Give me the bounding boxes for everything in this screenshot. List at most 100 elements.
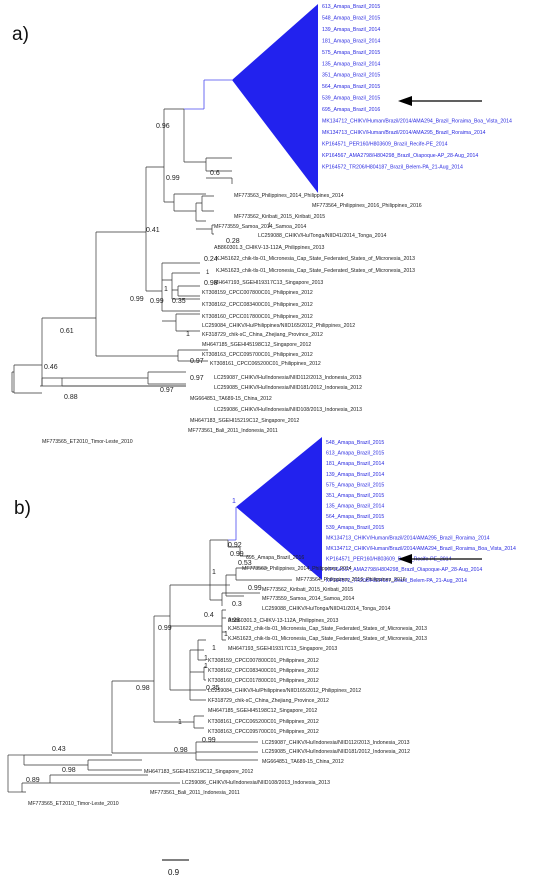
support-value: 0.98 xyxy=(136,685,150,692)
support-value: 0.97 xyxy=(160,387,174,394)
support-value: 0.35 xyxy=(172,298,186,305)
leaf-label: LC259084_CHIKV/Hu/Philippines/NIID165/20… xyxy=(208,688,361,694)
leaf-label: KT308160_CPCC017800C01_Philippines_2012 xyxy=(202,314,313,320)
clade-leaf-label: KP164567_AMA2798/H804298_Brazil_Oiapoque… xyxy=(326,567,482,573)
support-value: 0.99 xyxy=(150,298,164,305)
scale-bar-label: 0.9 xyxy=(168,868,180,877)
support-value: 0.99 xyxy=(202,737,216,744)
clade-leaf-label: 139_Amapa_Brazil_2014 xyxy=(322,27,380,33)
support-value: 1 xyxy=(178,719,182,726)
support-value: 1 xyxy=(206,270,210,276)
leaf-label: MH647185_SGEHI45198C12_Singapore_2012 xyxy=(208,708,317,714)
leaf-label: MH647193_SGEHI19317C13_Singapore_2013 xyxy=(214,280,323,286)
leaf-label: LC259087_CHIKV/Hu/Indonesia/NIID112/2013… xyxy=(214,375,362,381)
panel-b-clade-support: 1 xyxy=(232,498,236,505)
support-value: 0.99 xyxy=(248,585,262,592)
support-value: 0.53 xyxy=(238,560,252,567)
leaf-label: LC259086_CHIKV/Hu/Indonesia/NIID108/2013… xyxy=(214,407,362,413)
leaf-label: KF318729_chik-sC_China_Zhejiang_Province… xyxy=(208,698,329,704)
leaf-label: AB860301.3_CHIKV-13-112A_Philippines_201… xyxy=(228,618,338,624)
support-value: 1 xyxy=(212,569,216,576)
leaf-label: KT308159_CPCC007800C01_Philippines_2012 xyxy=(202,290,313,296)
clade-leaf-label: KP164572_TR206/H804187_Brazil_Belem-PA_2… xyxy=(326,578,467,584)
clade-leaf-label: 575_Amapa_Brazil_2015 xyxy=(322,50,380,56)
panel-b-clade-leaves: 548_Amapa_Brazil_2015613_Amapa_Brazil_20… xyxy=(326,440,516,584)
panel-a: a) 613_Amapa_Brazil_2015548_Amapa_Brazil… xyxy=(11,4,512,445)
support-value: 0.97 xyxy=(190,358,204,365)
clade-leaf-label: 695_Amapa_Brazil_2016 xyxy=(322,107,380,113)
clade-leaf-label: 351_Amapa_Brazil_2015 xyxy=(326,493,384,499)
clade-leaf-label: 564_Amapa_Brazil_2015 xyxy=(322,84,380,90)
support-value: 0.99 xyxy=(130,296,144,303)
leaf-label: MF773564_Philippines_2016_Philippines_20… xyxy=(296,577,406,583)
panel-b-collapsed-clade xyxy=(236,437,322,580)
leaf-label: 695_Amapa_Brazil_2016 xyxy=(246,555,304,561)
support-value: 0.98 xyxy=(174,747,188,754)
support-value: 0.28 xyxy=(226,238,240,245)
clade-leaf-label: 564_Amapa_Brazil_2015 xyxy=(326,514,384,520)
leaf-label: MF773565_ET2010_Timor-Leste_2010 xyxy=(42,439,133,445)
panel-b: b) 1 548_Amapa_Brazil_2015613_Amapa_Braz… xyxy=(7,437,516,877)
panel-b-clade-branch xyxy=(228,507,237,541)
leaf-label: MG664851_TA689-15_China_2012 xyxy=(190,396,272,402)
panel-a-branches xyxy=(11,108,233,394)
clade-leaf-label: 139_Amapa_Brazil_2014 xyxy=(326,472,384,478)
panel-b-leaves: 695_Amapa_Brazil_2016MF773563_Philippine… xyxy=(28,555,427,807)
clade-leaf-label: MK134713_CHIKV/Human/Brazil/2014/AMA295_… xyxy=(326,535,490,541)
leaf-label: KJ451623_chik-tls-01_Micronesia_Cap_Stat… xyxy=(216,268,415,274)
panel-a-leaves: MF773563_Philippines_2014_Philippines_20… xyxy=(42,193,422,445)
support-value: 0.99 xyxy=(230,551,244,558)
leaf-label: LC259085_CHIKV/Hu/Indonesia/NIID181/2012… xyxy=(262,749,410,755)
support-value: 1 xyxy=(268,223,272,229)
support-value: 0.35 xyxy=(206,685,220,692)
leaf-label: LC259088_CHIKV/Hu/Tonga/NIID41/2014_Tong… xyxy=(262,606,390,612)
leaf-label: MG664851_TA689-15_China_2012 xyxy=(262,759,344,765)
clade-leaf-label: 613_Amapa_Brazil_2015 xyxy=(322,4,380,10)
leaf-label: MF773565_ET2010_Timor-Leste_2010 xyxy=(28,801,119,807)
support-value: 0.28 xyxy=(228,618,240,624)
leaf-label: KF318729_chik-sC_China_Zhejiang_Province… xyxy=(202,332,323,338)
leaf-label: LC259087_CHIKV/Hu/Indonesia/NIID112/2013… xyxy=(262,740,410,746)
panel-b-supports: 0.920.990.5310.990.30.40.28110.99110.350… xyxy=(26,542,262,784)
leaf-label: MF773561_Bali_2011_Indonesia_2011 xyxy=(188,428,278,434)
leaf-label: LC259085_CHIKV/Hu/Indonesia/NIID181/2012… xyxy=(214,385,362,391)
clade-leaf-label: KP164571_PER160/H803609_Brazil_Recife-PE… xyxy=(326,557,452,563)
leaf-label: KT308159_CPCC007800C01_Philippines_2012 xyxy=(208,658,319,664)
clade-leaf-label: MK134712_CHIKV/Human/Brazil/2014/AMA294_… xyxy=(322,119,512,125)
support-value: 0.3 xyxy=(232,601,242,608)
leaf-label: KJ451623_chik-tls-01_Micronesia_Cap_Stat… xyxy=(228,636,427,642)
leaf-label: KJ451622_chik-tls-01_Micronesia_Cap_Stat… xyxy=(216,256,415,262)
support-value: 1 xyxy=(204,663,208,670)
support-value: 1 xyxy=(186,331,190,338)
leaf-label: KJ451622_chik-tls-01_Micronesia_Cap_Stat… xyxy=(228,626,427,632)
leaf-label: MH647193_SGEHI19317C13_Singapore_2013 xyxy=(228,646,337,652)
leaf-label: MF773564_Philippines_2016_Philippines_20… xyxy=(312,203,422,209)
clade-leaf-label: 135_Amapa_Brazil_2014 xyxy=(322,61,380,67)
support-value: 0.61 xyxy=(60,328,74,335)
support-value: 0.46 xyxy=(44,364,58,371)
leaf-label: AB860301.3_CHIKV-13-112A_Philippines_201… xyxy=(214,245,324,251)
leaf-label: MH647185_SGEHI45198C12_Singapore_2012 xyxy=(202,342,311,348)
support-value: 1 xyxy=(212,645,216,652)
support-value: 0.43 xyxy=(52,746,66,753)
panel-a-label: a) xyxy=(12,24,29,45)
support-value: 1 xyxy=(204,655,208,662)
clade-leaf-label: 135_Amapa_Brazil_2014 xyxy=(326,504,384,510)
support-value: 0.89 xyxy=(26,777,40,784)
leaf-label: MF773563_Philippines_2014_Philippines_20… xyxy=(234,193,344,199)
clade-leaf-label: 539_Amapa_Brazil_2015 xyxy=(326,525,384,531)
panel-a-arrow xyxy=(398,96,482,106)
panel-a-clade-leaves: 613_Amapa_Brazil_2015548_Amapa_Brazil_20… xyxy=(322,4,512,170)
scale-bar: 0.9 xyxy=(162,859,189,877)
leaf-label: MF773559_Samoa_2014_Samoa_2014 xyxy=(214,224,306,230)
leaf-label: MF773563_Philippines_2014_Philippines_20… xyxy=(242,566,352,572)
clade-leaf-label: 575_Amapa_Brazil_2015 xyxy=(326,482,384,488)
leaf-label: KT308160_CPCC017800C01_Philippines_2012 xyxy=(208,678,319,684)
leaf-label: KT308162_CPCC083400C01_Philippines_2012 xyxy=(202,302,313,308)
leaf-label: MH647183_SGEHI15219C12_Singapore_2012 xyxy=(144,769,253,775)
leaf-label: MF773561_Bali_2011_Indonesia_2011 xyxy=(150,790,240,796)
support-value: 0.6 xyxy=(210,170,220,177)
leaf-label: MF773559_Samoa_2014_Samoa_2014 xyxy=(262,596,354,602)
